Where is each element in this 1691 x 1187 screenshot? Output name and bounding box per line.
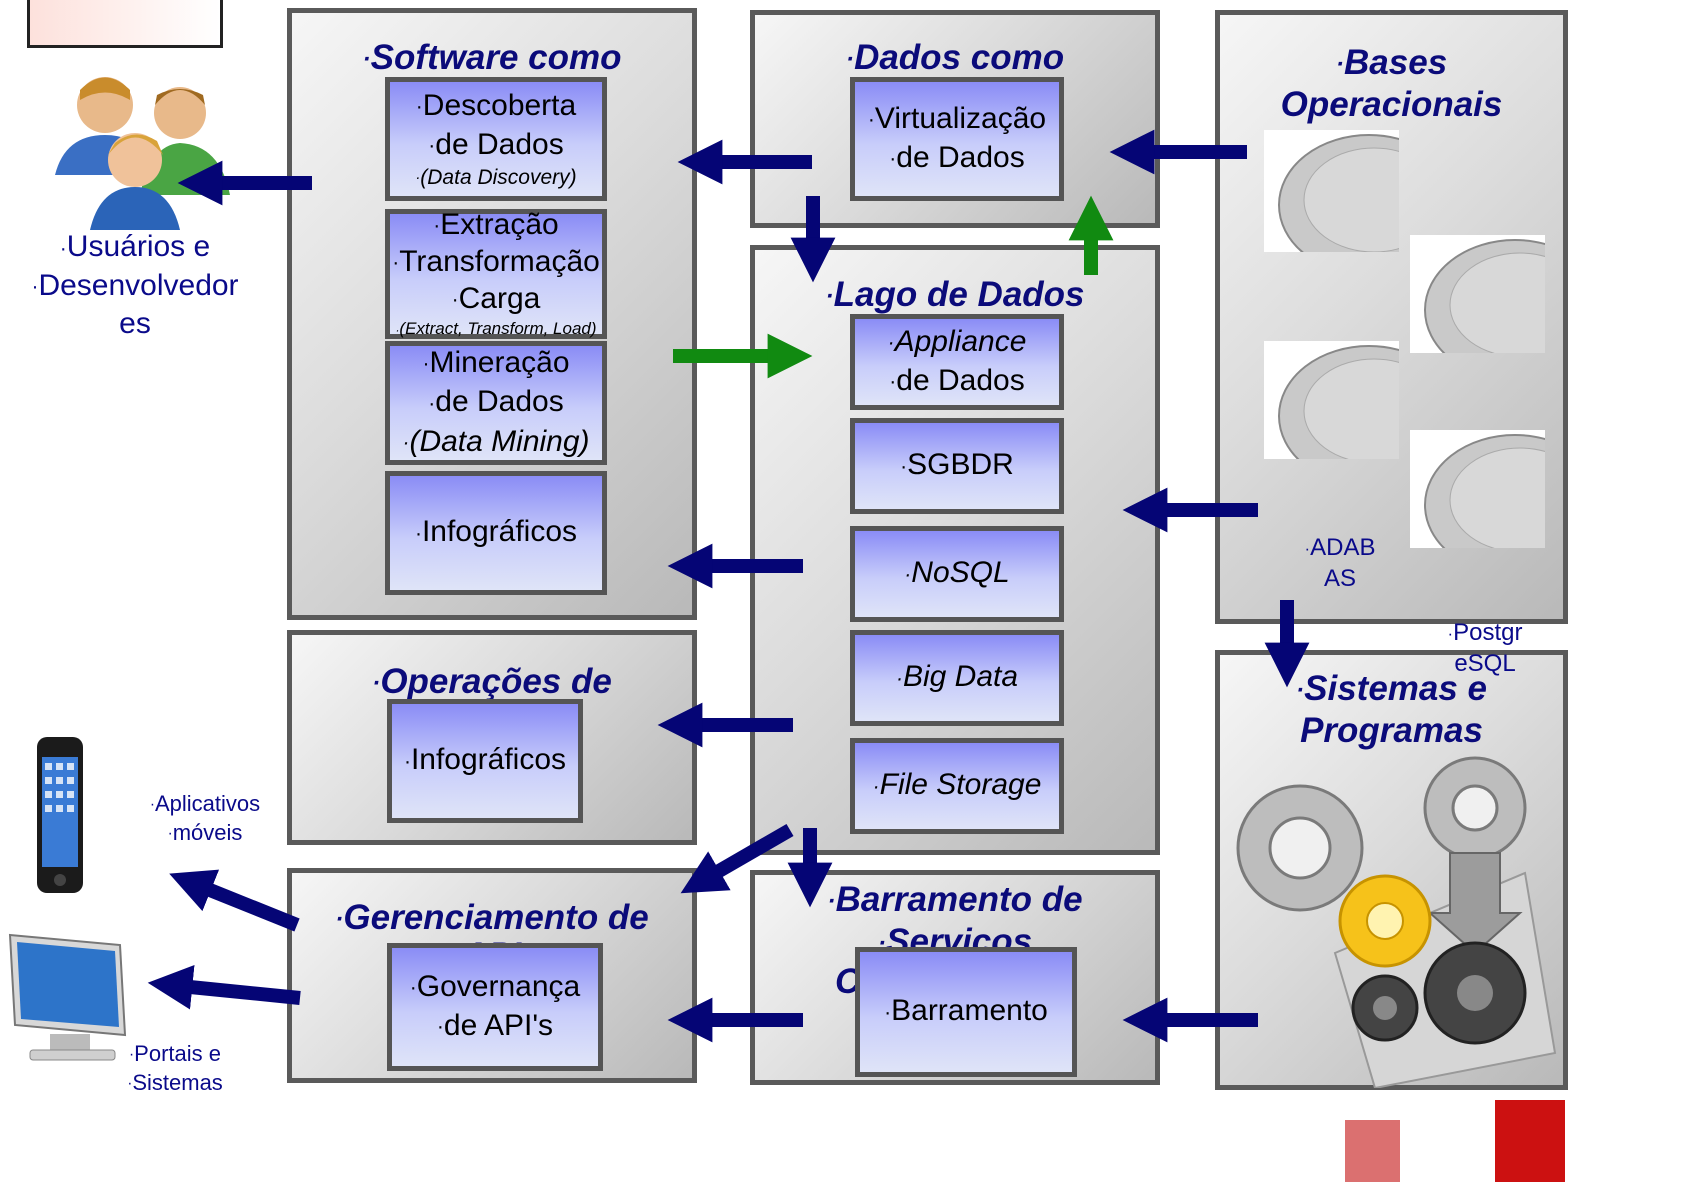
- operations-title: Operações de: [292, 663, 692, 703]
- file-storage-box: File Storage: [850, 738, 1064, 834]
- database-disk-icon: [1410, 430, 1545, 548]
- sgbdr-box: SGBDR: [850, 418, 1064, 514]
- big-data-box: Big Data: [850, 630, 1064, 726]
- appliance-box: Appliance de Dados: [850, 314, 1064, 410]
- data-lake-panel: Lago de Dados Appliance de Dados SGBDR N…: [750, 245, 1160, 855]
- infographics-box: Infográficos: [385, 471, 607, 595]
- data-service-panel: Dados como Virtualização de Dados: [750, 10, 1160, 228]
- api-management-title: Gerenciamento de: [292, 899, 692, 939]
- data-mining-box: Mineração de Dados (Data Mining): [385, 341, 607, 465]
- arrow-api-to-portals: [147, 964, 301, 1010]
- data-discovery-box: Descoberta de Dados (Data Discovery): [385, 77, 607, 201]
- data-lake-title: Lago de Dados: [755, 276, 1155, 316]
- monitor-icon: [5, 930, 140, 1065]
- database-disk-icon: [1410, 235, 1545, 353]
- postgresql-label: Postgr eSQL: [1420, 618, 1550, 679]
- etl-box: Extração Transformação Carga (Extract, T…: [385, 208, 607, 339]
- database-disk-icon: [1264, 130, 1399, 252]
- systems-panel: Sistemas e Programas: [1215, 650, 1568, 1090]
- smartphone-icon: [35, 735, 85, 895]
- users-label: Usuários e Desenvolvedor es: [10, 228, 260, 342]
- bases-title: Bases Operacionais: [1220, 43, 1563, 125]
- data-service-title: Dados como: [755, 39, 1155, 79]
- gears-icon: [1225, 753, 1565, 1090]
- logo-fragment: [1345, 1090, 1565, 1182]
- arrow-api-to-mobile: [169, 869, 300, 932]
- api-governance-box: Governança de API's: [387, 943, 603, 1071]
- operations-panel: Operações de Infográficos: [287, 630, 697, 845]
- database-disk-icon: [1264, 341, 1399, 459]
- service-bus-panel: Barramento de Servicos C Barramento: [750, 870, 1160, 1085]
- service-bus-title: Barramento de: [755, 881, 1155, 921]
- operations-infographics-box: Infográficos: [387, 699, 583, 823]
- systems-title: Sistemas e Programas: [1220, 669, 1563, 751]
- portals-label: Portais e Sistemas: [110, 1040, 240, 1098]
- virtualization-box: Virtualização de Dados: [850, 77, 1064, 201]
- nosql-box: NoSQL: [850, 526, 1064, 622]
- software-title: Software como: [292, 39, 692, 79]
- operational-bases-panel: Bases Operacionais ADAB AS: [1215, 10, 1568, 624]
- service-bus-box: Barramento: [855, 947, 1077, 1077]
- legend-box: [27, 0, 223, 48]
- users-icon: [45, 65, 235, 230]
- api-management-panel: Gerenciamento de API Governança de API's: [287, 868, 697, 1083]
- adabas-label: ADAB AS: [1290, 533, 1390, 594]
- software-panel: Software como Descoberta de Dados (Data …: [287, 8, 697, 620]
- mobile-apps-label: Aplicativos móveis: [125, 790, 285, 848]
